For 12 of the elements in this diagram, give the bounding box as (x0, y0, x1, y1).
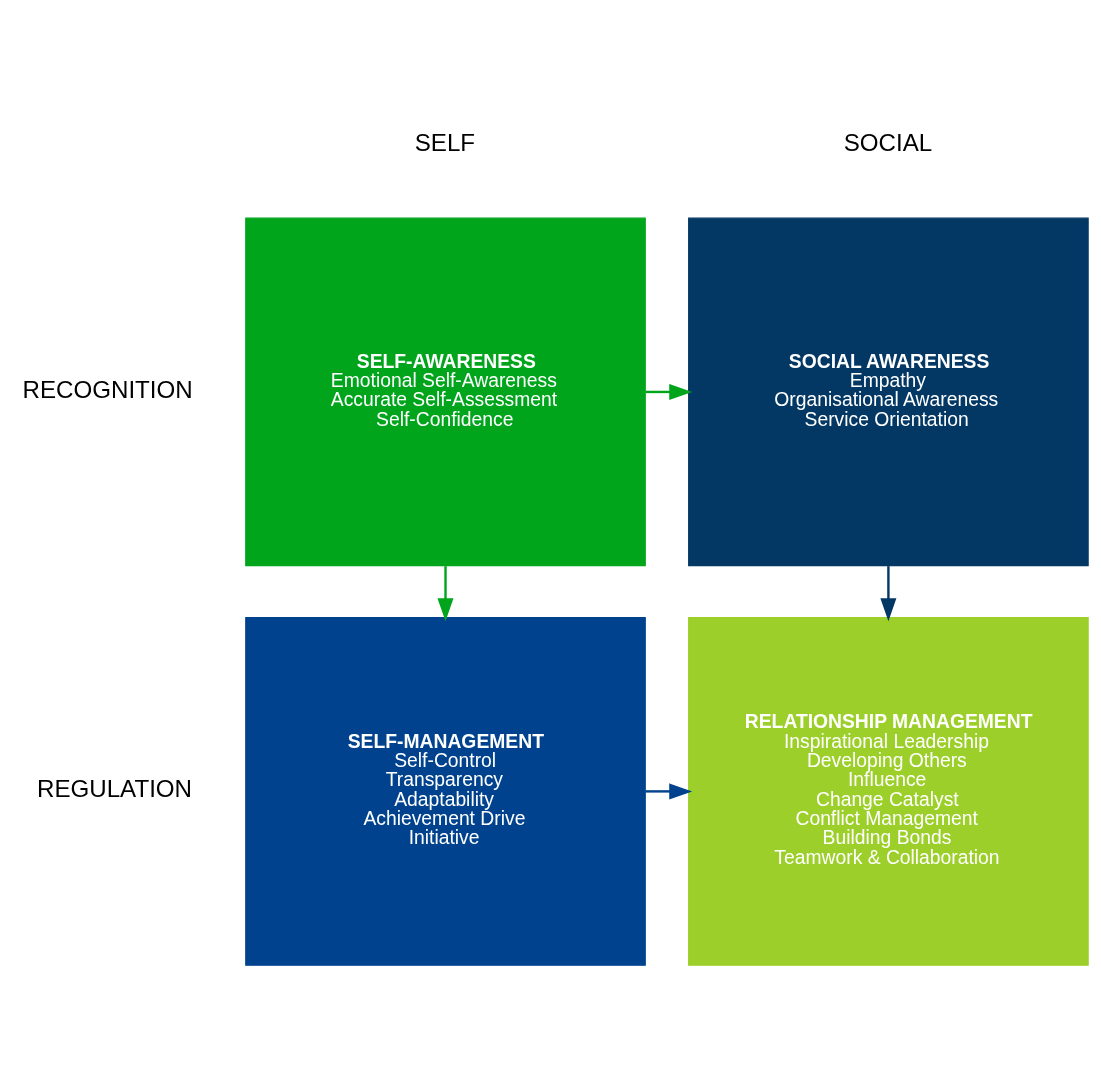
node-box: SELF-MANAGEMENT Self-Control Transparency Adaptability Achievement Drive Initiative (245, 617, 646, 966)
node-box: SELF-AWARENESS Emotional Self-Awareness Accurate Self-Assessment Self-Confidence (245, 217, 646, 567)
arrow (645, 383, 693, 400)
node-box: RELATIONSHIP MANAGEMENT Inspirational Leadership Developing Others Influence Change Catalyst Conflict Management Building Bonds Teamwork & Collaboration (688, 617, 1089, 966)
label: RECOGNITION (22, 375, 193, 403)
node-box: SOCIAL AWARENESS Empathy Organisational Awareness Service Orientation (688, 217, 1089, 567)
label: SOCIAL (843, 128, 933, 156)
arrow (645, 783, 693, 800)
label: SELF (414, 128, 476, 156)
arrow (880, 566, 897, 622)
arrow (437, 566, 454, 622)
label: REGULATION (37, 775, 193, 803)
